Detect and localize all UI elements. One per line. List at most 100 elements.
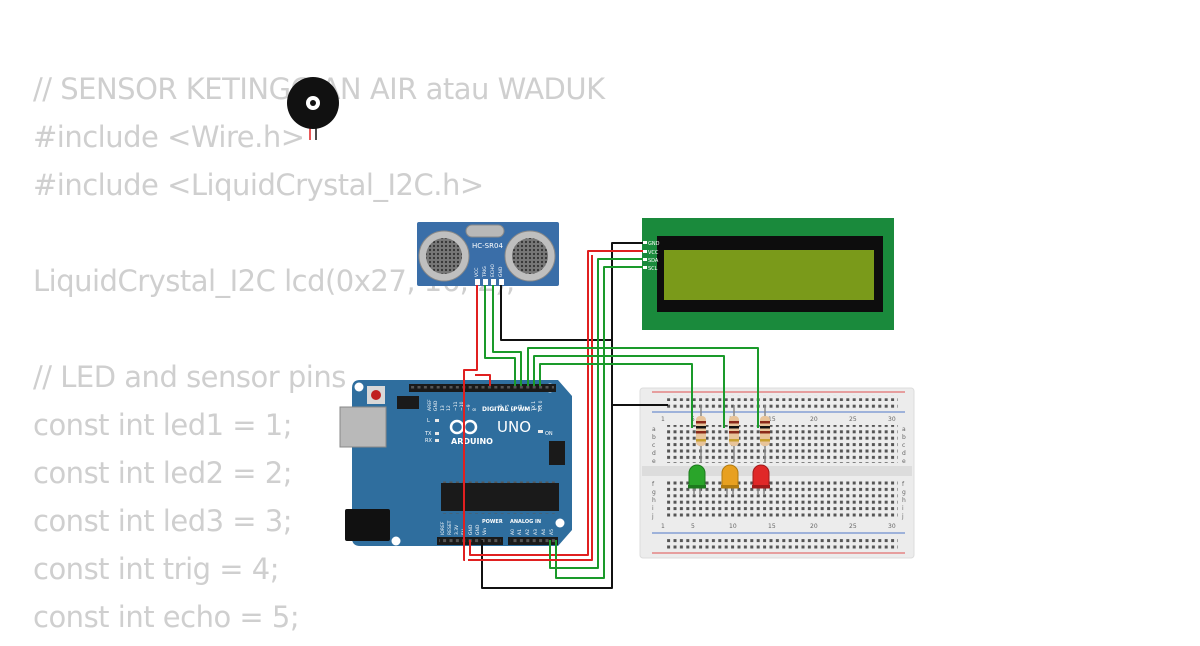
lcd-pins[interactable]	[643, 241, 647, 269]
svg-text:~6: ~6	[498, 404, 504, 411]
svg-text:~9: ~9	[466, 404, 472, 411]
svg-text:GND: GND	[433, 400, 439, 411]
l-led-label: L	[427, 418, 430, 424]
svg-text:g: g	[902, 489, 906, 496]
resistor[interactable]	[696, 405, 706, 462]
top-rail-minus[interactable]	[665, 403, 898, 409]
center-channel	[642, 466, 912, 476]
code-line: // LED and sensor pins	[33, 360, 346, 394]
col-num-top: 25	[849, 416, 857, 423]
col-num-bottom: 25	[849, 523, 857, 530]
mount-hole	[354, 382, 364, 392]
resistor[interactable]	[760, 405, 770, 462]
tx-label: TX	[424, 431, 432, 437]
svg-text:b: b	[652, 434, 656, 441]
digital-header-label: DIGITAL (PWM ~)	[482, 406, 540, 413]
svg-text:RX 0: RX 0	[538, 400, 544, 411]
svg-text:TRIG: TRIG	[482, 266, 488, 278]
svg-text:i: i	[902, 505, 904, 512]
bottom-rail-plus[interactable]	[665, 545, 898, 551]
svg-text:a: a	[652, 426, 656, 433]
col-num-bottom: 15	[768, 523, 776, 530]
lcd-module[interactable]: GND VCC SDA SCL	[642, 218, 894, 330]
svg-text:c: c	[902, 442, 905, 449]
atmega-chip	[441, 483, 559, 511]
brand-label: ARDUINO	[451, 437, 493, 446]
circuit-canvas: 1 5 10 15 20 25 30 1 5 10 15 20 25 30 a …	[287, 77, 915, 589]
svg-text:A3: A3	[533, 529, 539, 535]
svg-text:~3: ~3	[518, 404, 524, 411]
svg-text:3.3V: 3.3V	[454, 524, 460, 535]
sensor-pins[interactable]	[475, 279, 504, 285]
col-num-bottom: 20	[810, 523, 818, 530]
svg-text:GND: GND	[468, 524, 474, 535]
wire-lcd-vcc	[469, 250, 643, 556]
analog-pin-labels: A0 A1 A2 A3 A4 A5	[510, 529, 555, 535]
ultrasonic-sensor[interactable]: HC-SR04 VCC TRIG ECHO GND	[417, 222, 559, 286]
svg-text:~5: ~5	[505, 404, 511, 411]
bottom-rail-minus[interactable]	[665, 537, 898, 543]
wire-led2	[533, 355, 725, 428]
lcd-pin-gnd: GND	[648, 241, 660, 247]
code-line: #include <Wire.h>	[33, 120, 305, 154]
sensor-pin-labels: VCC TRIG ECHO GND	[474, 264, 504, 278]
svg-text:d: d	[902, 450, 906, 457]
power-header-label: POWER	[482, 519, 503, 525]
top-rail-plus[interactable]	[665, 395, 898, 401]
code-editor: // SENSOR KETINGGIAN AIR atau WADUK#incl…	[33, 70, 605, 646]
mount-hole	[555, 518, 565, 528]
wire-lcd-gnd	[481, 242, 643, 589]
svg-text:7: 7	[492, 408, 498, 411]
svg-text:b: b	[902, 434, 906, 441]
svg-text:e: e	[902, 458, 906, 465]
svg-text:j: j	[901, 513, 904, 520]
led-yellow[interactable]	[721, 464, 739, 495]
sensor-model: HC-SR04	[472, 242, 503, 250]
wire-sensor-vcc	[463, 285, 478, 561]
svg-text:A4: A4	[541, 529, 547, 535]
svg-text:2: 2	[524, 408, 530, 411]
rx-label: RX	[425, 438, 432, 444]
power-jack	[345, 509, 390, 541]
mount-hole	[391, 536, 401, 546]
svg-text:f: f	[902, 481, 905, 488]
digital-pin-labels: AREF GND 13 12 ~11 ~10 ~9 8 7 ~6 ~5 4 ~3…	[427, 399, 544, 412]
svg-text:d: d	[652, 450, 656, 457]
code-line: const int echo = 5;	[33, 600, 300, 634]
col-num-top: 30	[888, 416, 896, 423]
svg-text:GND: GND	[498, 266, 504, 277]
led-green[interactable]	[688, 464, 706, 495]
svg-text:~10: ~10	[459, 401, 465, 411]
col-num-top: 15	[768, 416, 776, 423]
svg-text:e: e	[652, 458, 656, 465]
svg-text:f: f	[652, 481, 655, 488]
svg-text:h: h	[902, 497, 906, 504]
lcd-pin-vcc: VCC	[648, 250, 659, 256]
col-num-bottom: 30	[888, 523, 896, 530]
lcd-pin-scl: SCL	[648, 266, 658, 272]
svg-text:Vin: Vin	[482, 528, 488, 535]
led-red[interactable]	[752, 464, 770, 495]
icsp-header	[397, 396, 419, 409]
arduino-uno[interactable]: AREF GND 13 12 ~11 ~10 ~9 8 7 ~6 ~5 4 ~3…	[339, 380, 572, 546]
col-num-bottom: 1	[661, 523, 665, 530]
wire-lcd-sda	[549, 258, 643, 569]
wire-led3	[539, 363, 693, 428]
svg-text:AREF: AREF	[427, 399, 433, 411]
piezo-buzzer[interactable]	[287, 77, 339, 140]
svg-text:ECHO: ECHO	[490, 264, 496, 277]
svg-text:c: c	[652, 442, 655, 449]
svg-text:RESET: RESET	[447, 520, 453, 535]
svg-text:A0: A0	[510, 529, 516, 535]
resistor[interactable]	[729, 405, 739, 462]
lcd-pin-sda: SDA	[648, 258, 659, 264]
col-num-bottom: 10	[729, 523, 737, 530]
code-line: const int trig = 4;	[33, 552, 280, 586]
lcd-screen	[664, 250, 874, 300]
wires[interactable]	[463, 242, 759, 589]
breadboard[interactable]: 1 5 10 15 20 25 30 1 5 10 15 20 25 30 a …	[639, 387, 915, 559]
svg-text:TX 1: TX 1	[531, 401, 537, 412]
svg-text:VCC: VCC	[474, 268, 480, 277]
svg-text:8: 8	[472, 408, 478, 411]
code-line: const int led3 = 3;	[33, 504, 293, 538]
